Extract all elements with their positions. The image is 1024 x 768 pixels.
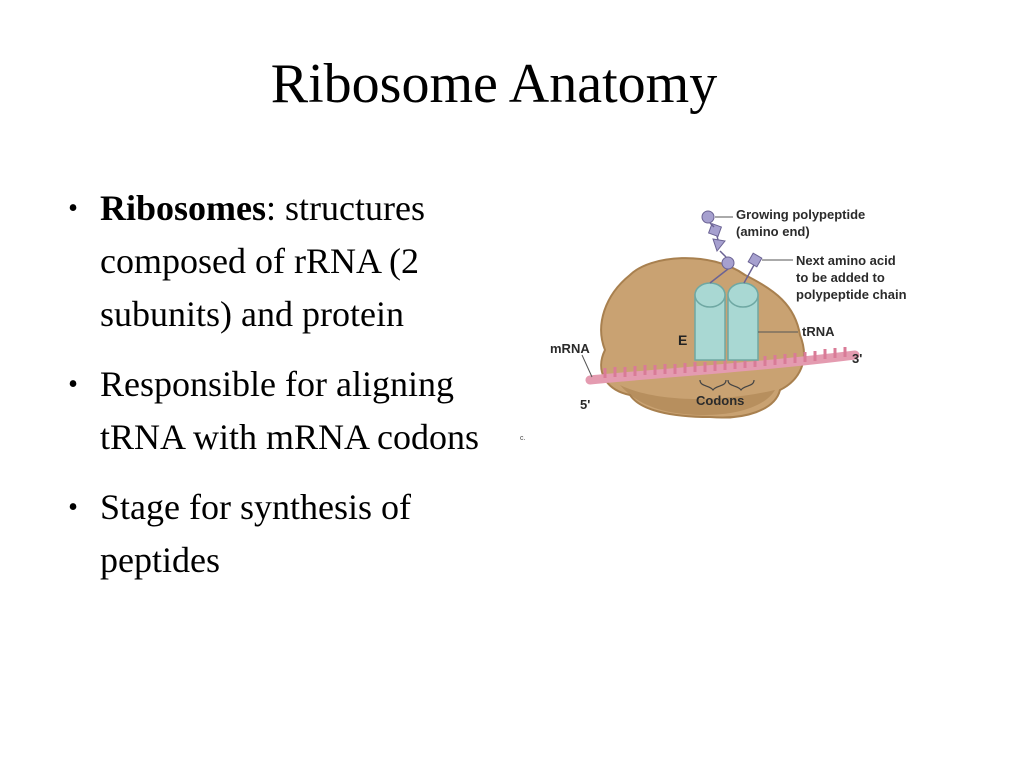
bullet-item: • Responsible for aligning tRNA with mRN… [60, 358, 480, 464]
codons-brace [699, 379, 755, 392]
label-e-site: E [678, 332, 687, 348]
label-polypeptide-chain: polypeptide chain [796, 287, 907, 302]
slide-title: Ribosome Anatomy [270, 53, 718, 115]
label-mrna: mRNA [550, 341, 590, 356]
bullet-dot-icon: • [68, 193, 78, 224]
label-amino-end: (amino end) [736, 224, 810, 239]
bullet-item: • Ribosomes: structures composed of rRNA… [60, 182, 480, 341]
bullet-text: : structures composed of rRNA (2 subunit… [100, 188, 425, 334]
trna-right [727, 282, 759, 361]
bullet-term: Ribosomes [100, 188, 267, 228]
label-leader-lines [581, 216, 798, 378]
mrna-strand [585, 350, 860, 385]
ribosome-figure: Growing polypeptide (amino end) Next ami… [510, 195, 940, 455]
bullet-dot-icon: • [68, 492, 78, 523]
trna-left [694, 282, 726, 361]
polypeptide-chain [701, 210, 763, 270]
label-to-be-added: to be added to [796, 270, 885, 285]
label-three-prime: 3' [852, 351, 862, 366]
label-growing-polypeptide: Growing polypeptide [736, 207, 865, 222]
mrna-bases [603, 347, 847, 378]
figure-credit: c. [520, 435, 526, 442]
label-next-amino-acid: Next amino acid [796, 253, 896, 268]
label-trna: tRNA [802, 324, 835, 339]
bullet-list: • Ribosomes: structures composed of rRNA… [60, 182, 480, 604]
polypeptide-bonds [709, 222, 755, 284]
bullet-item: • Stage for synthesis of peptides [60, 481, 480, 587]
label-codons: Codons [696, 393, 744, 408]
label-five-prime: 5' [580, 397, 590, 412]
ribosome-diagram: Growing polypeptide (amino end) Next ami… [520, 207, 907, 442]
ribosome-shade [620, 385, 775, 415]
bullet-text: Responsible for aligning tRNA with mRNA … [100, 364, 480, 457]
bullet-dot-icon: • [68, 369, 78, 400]
bullet-text: Stage for synthesis of peptides [100, 487, 411, 580]
